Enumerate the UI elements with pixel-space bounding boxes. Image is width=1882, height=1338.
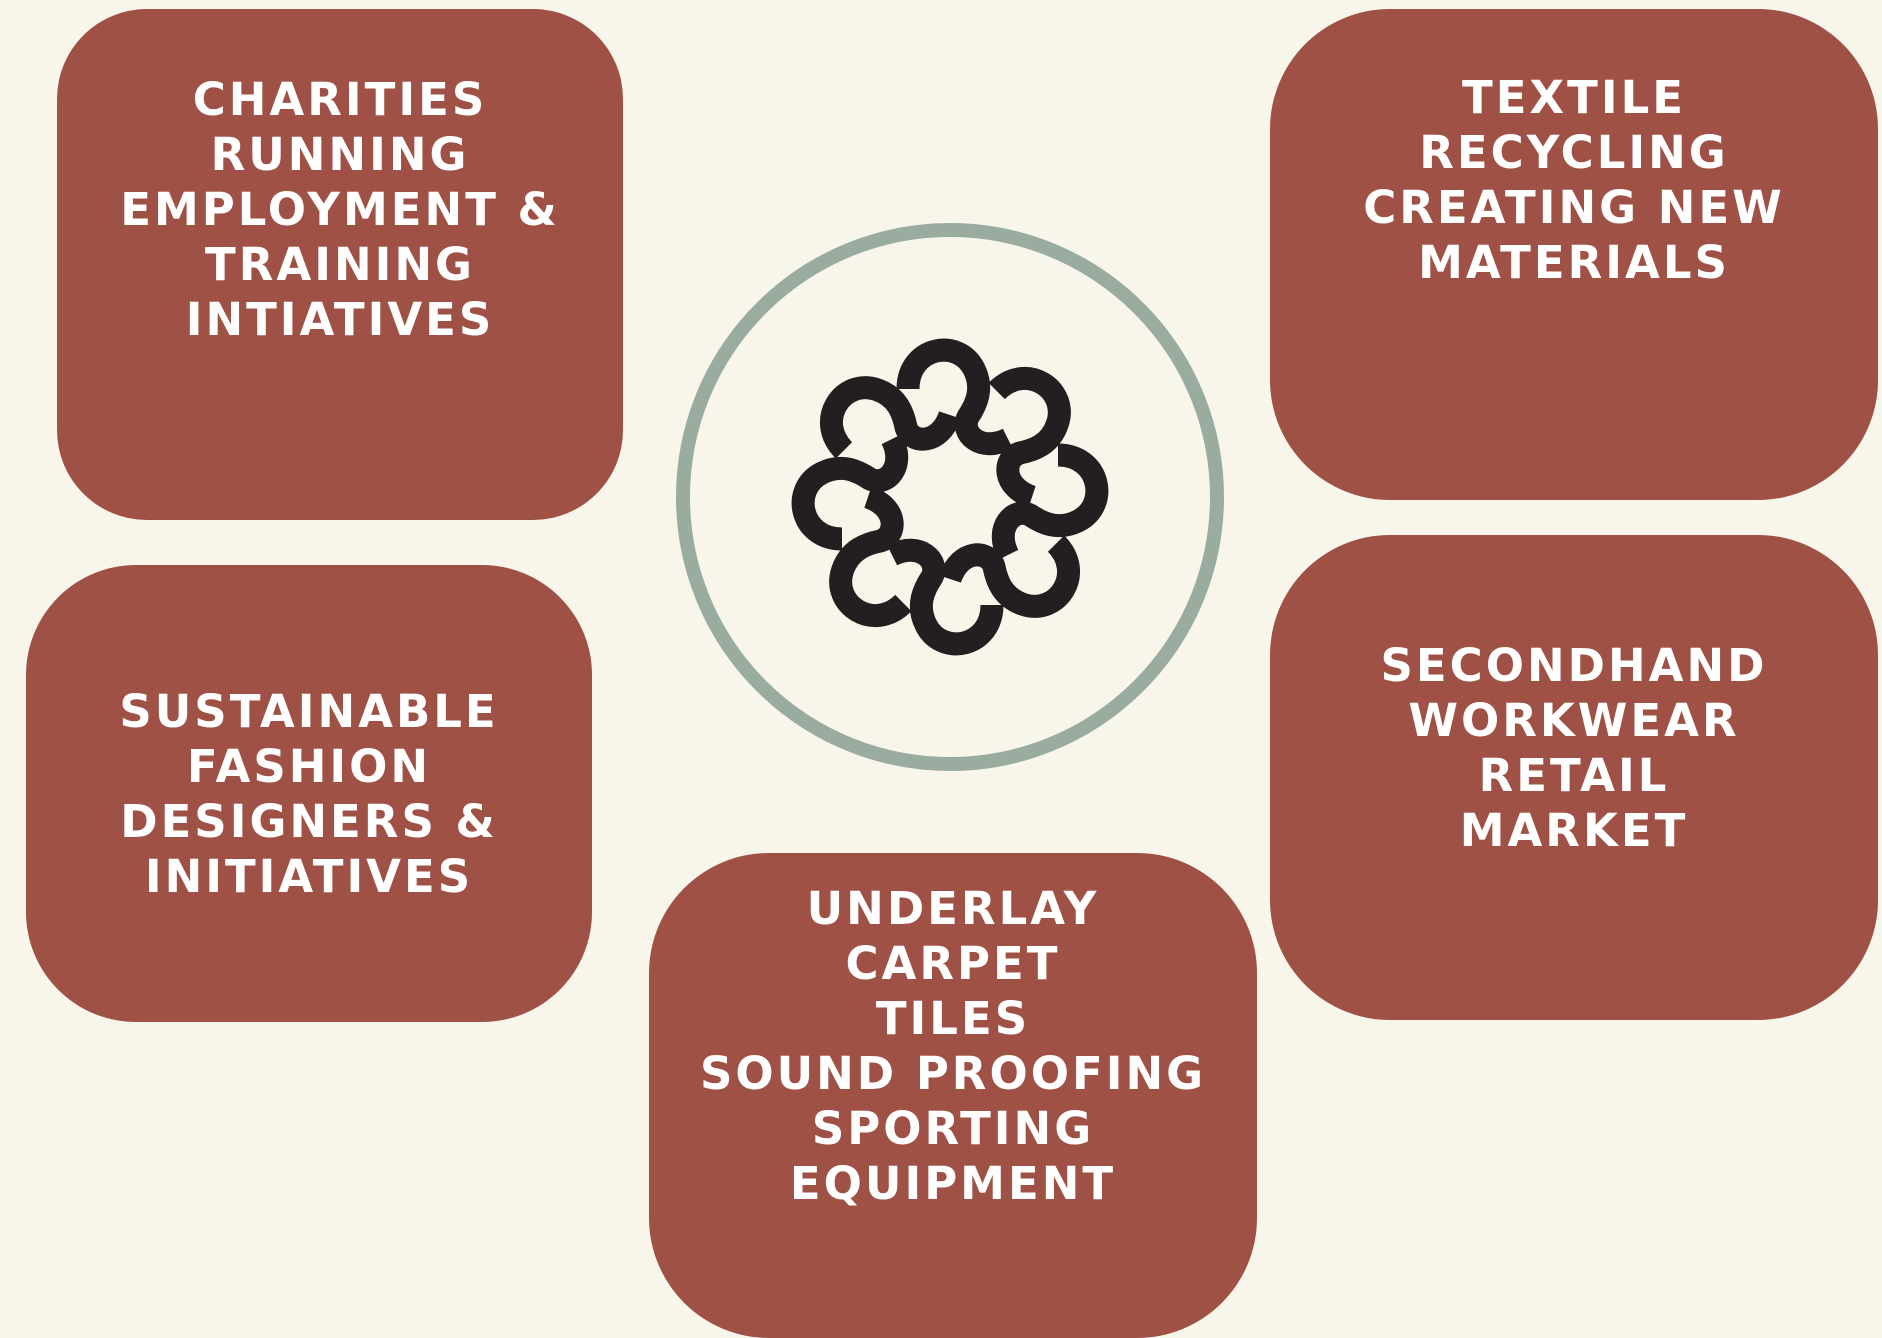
logo-loop-segment	[820, 376, 961, 459]
secondhand-line: WORKWEAR	[1408, 693, 1740, 747]
secondhand-line: RETAIL	[1478, 748, 1670, 802]
logo-loop-segment	[896, 338, 1014, 456]
logo-loop-segment	[939, 535, 1080, 618]
underlay-line: UNDERLAY	[806, 881, 1100, 935]
charities-text: CHARITIES RUNNING EMPLOYMENT & TRAINING …	[120, 72, 560, 347]
textile-line: RECYCLING	[1419, 125, 1729, 179]
textile-text: TEXTILE RECYCLING CREATING NEW MATERIALS	[1363, 70, 1785, 290]
underlay-line: EQUIPMENT	[789, 1156, 1117, 1210]
logo-loop-segment	[988, 367, 1071, 508]
sustainable-fashion-box: SUSTAINABLE FASHION DESIGNERS & INITIATI…	[26, 565, 592, 1022]
textile-recycling-box: TEXTILE RECYCLING CREATING NEW MATERIALS	[1270, 9, 1878, 500]
charities-line: CHARITIES	[192, 73, 488, 126]
sustainable-line: SUSTAINABLE	[119, 684, 499, 738]
sustainable-line: FASHION	[186, 739, 432, 793]
logo-loop-segment	[829, 486, 912, 627]
secondhand-line: MARKET	[1459, 803, 1689, 857]
underlay-line: SPORTING	[811, 1101, 1095, 1155]
underlay-line: CARPET	[845, 936, 1061, 990]
interlocking-loops-logo-icon	[791, 338, 1109, 656]
textile-line: MATERIALS	[1418, 235, 1730, 289]
underlay-carpet-box: UNDERLAY CARPET TILES SOUND PROOFING SPO…	[649, 853, 1257, 1338]
charities-line: TRAINING	[205, 238, 475, 291]
charities-line: RUNNING	[210, 128, 470, 181]
textile-line: TEXTILE	[1462, 70, 1686, 124]
underlay-line: SOUND PROOFING	[699, 1046, 1207, 1100]
underlay-text: UNDERLAY CARPET TILES SOUND PROOFING SPO…	[700, 881, 1206, 1211]
logo-loop-segment	[791, 433, 909, 551]
charities-box: CHARITIES RUNNING EMPLOYMENT & TRAINING …	[57, 9, 623, 520]
secondhand-line: SECONDHAND	[1380, 638, 1768, 692]
logo-loop-segment	[991, 443, 1109, 561]
textile-line: CREATING NEW	[1363, 180, 1785, 234]
sustainable-line: INITIATIVES	[144, 849, 474, 903]
secondhand-workwear-box: SECONDHAND WORKWEAR RETAIL MARKET	[1270, 535, 1878, 1020]
logo-loop-segment	[886, 538, 1004, 656]
secondhand-text: SECONDHAND WORKWEAR RETAIL MARKET	[1381, 638, 1768, 858]
sustainable-line: DESIGNERS &	[120, 794, 498, 848]
sustainable-text: SUSTAINABLE FASHION DESIGNERS & INITIATI…	[119, 684, 498, 904]
charities-line: EMPLOYMENT &	[120, 183, 560, 236]
underlay-line: TILES	[875, 991, 1031, 1045]
charities-line: INTIATIVES	[185, 293, 495, 346]
